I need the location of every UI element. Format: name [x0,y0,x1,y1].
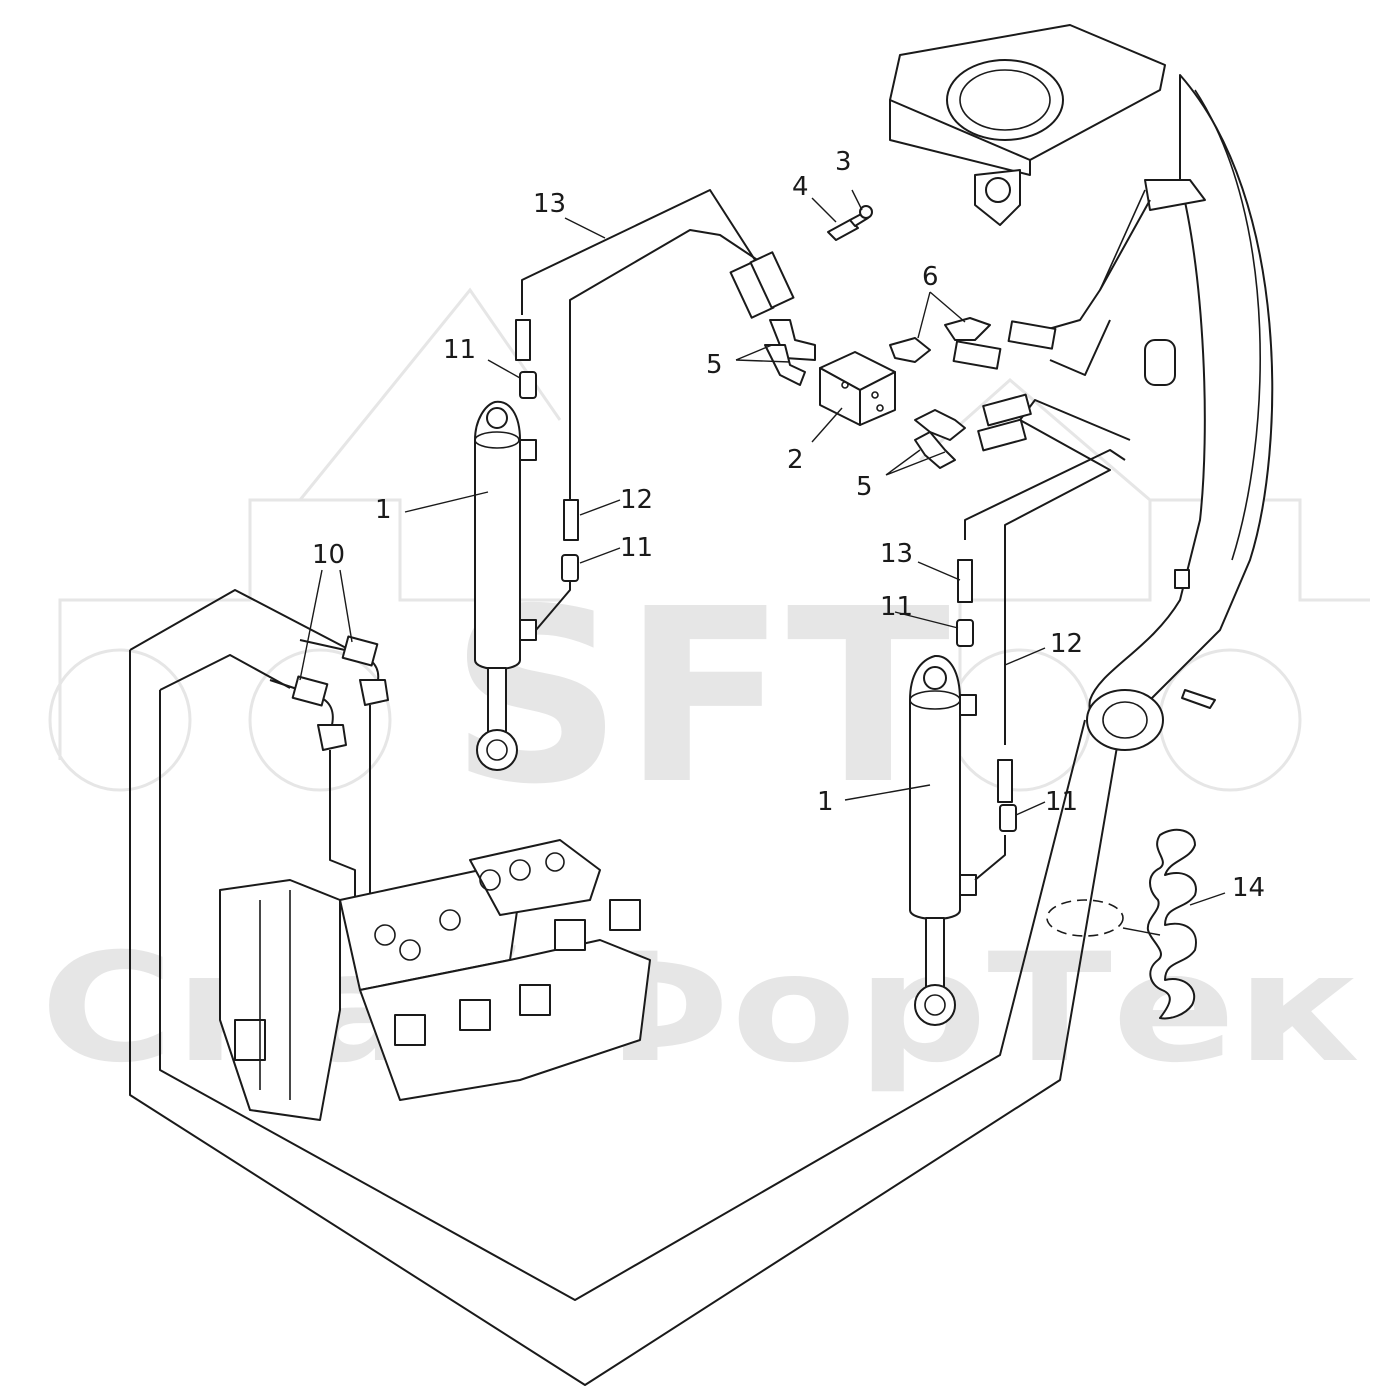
hose-end-fitting [1007,320,1057,350]
hose-end-fitting [515,319,531,361]
callout-5-upper: 5 [706,350,723,380]
bolt-and-washer [827,205,873,241]
hose-end-fitting [982,393,1032,427]
callout-11-c: 11 [880,592,913,622]
bolt-icon [827,219,859,241]
callout-2: 2 [787,445,804,475]
hose-end-fitting [997,759,1013,803]
adapters-11 [519,371,1017,832]
callout-13-b: 13 [880,539,913,569]
callout-11-a: 11 [443,335,476,365]
hydraulic-cylinder-right [909,654,977,1026]
distribution-block [819,351,896,426]
callout-3: 3 [835,147,852,177]
callout-12-a: 12 [620,485,653,515]
control-valve-block [219,839,651,1121]
hose-end-fitting [952,340,1002,370]
callout-labels: 1 1 2 3 4 5 5 6 10 11 11 11 11 12 12 13 … [312,147,1265,903]
callout-1-left: 1 [375,495,392,525]
callout-4: 4 [792,172,809,202]
callout-13-a: 13 [533,189,566,219]
hose-13-lower [957,393,1131,803]
callout-11-b: 11 [620,533,653,563]
pipe-lines-long [129,589,1126,1386]
spiral-guard [1046,828,1197,1020]
hose-block-to-boom [952,199,1151,376]
boom-frame [889,24,1274,751]
cylinder-hose-links [535,580,1006,881]
hoses-10 [269,635,389,980]
hose-end-fitting [957,559,973,603]
hose-13-upper [515,189,795,541]
hose-end-fitting [563,499,579,541]
hydraulic-cylinder-left [474,400,537,771]
callout-12-b: 12 [1050,629,1083,659]
leader-lines [299,189,1226,906]
callout-6: 6 [922,262,939,292]
callout-11-d: 11 [1045,787,1078,817]
callout-14: 14 [1232,873,1265,903]
elbow-fittings [764,317,991,469]
watermark-logo: SFT [450,557,951,837]
hose-end-fitting [749,251,795,309]
callout-10: 10 [312,540,345,570]
watermark-loader-sketch [48,287,1370,792]
callout-5-lower: 5 [856,472,873,502]
hose-end-fitting [977,418,1027,452]
washer-icon [859,205,873,219]
callout-1-right: 1 [817,787,834,817]
spiral-guard-location-marker [1046,899,1124,937]
